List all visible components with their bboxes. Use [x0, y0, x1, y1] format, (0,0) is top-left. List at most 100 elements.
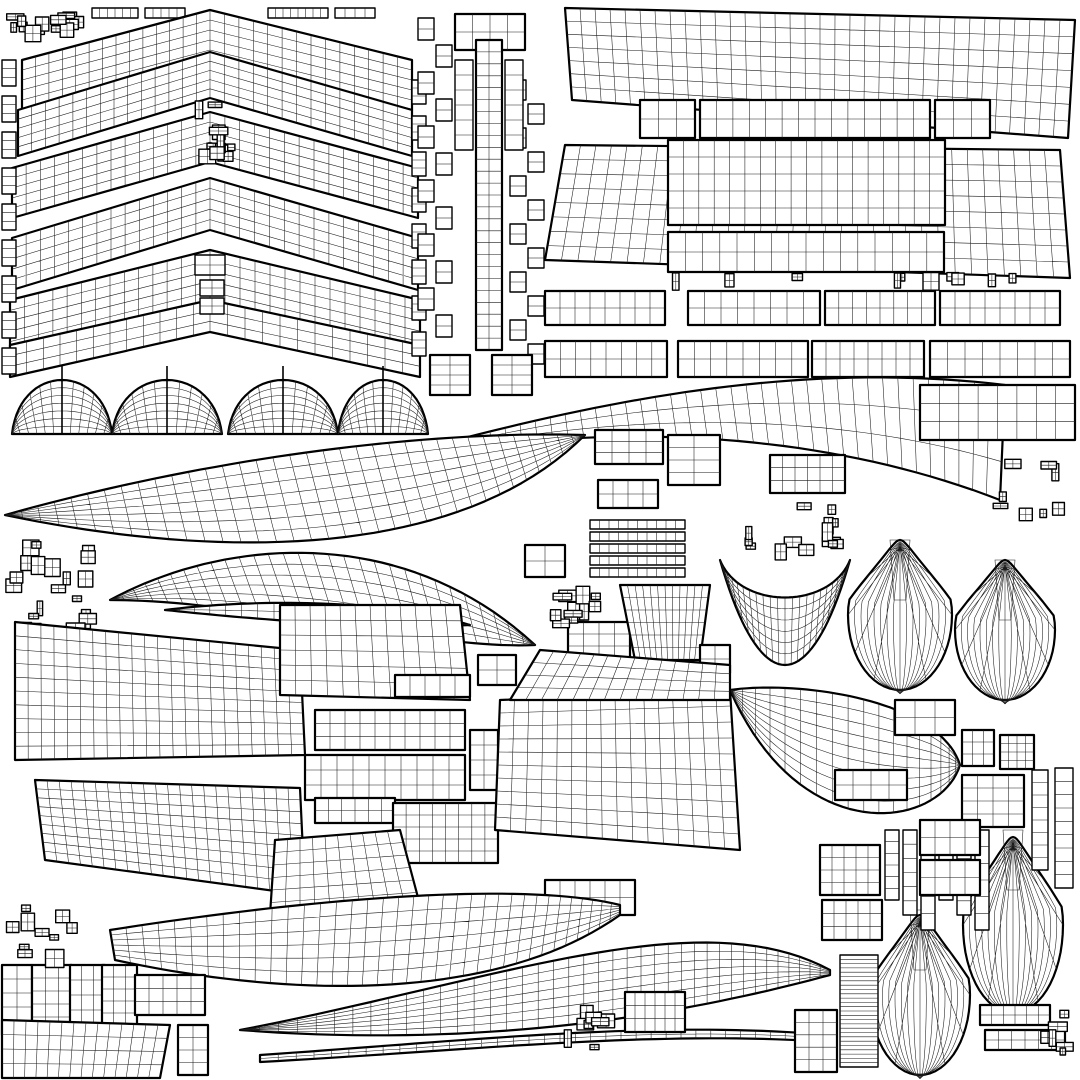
wing-center-parts-8	[216, 133, 225, 149]
lower-center-parts-1	[563, 1029, 572, 1048]
cockpit-left-parts-5	[590, 592, 601, 601]
main-fuselage-upper	[508, 648, 732, 702]
lower-left-parts-8	[20, 912, 36, 932]
wing-edge-strip-right-7	[411, 331, 427, 357]
exhaust-panel-b	[793, 1008, 839, 1074]
spine-side-right-3	[527, 151, 545, 173]
exhaust-panel-a	[623, 990, 687, 1034]
fuselage-side-left	[3, 433, 587, 544]
wing-edge-strip-1	[1, 95, 17, 123]
left-edge-parts-1	[77, 570, 94, 588]
small-part-cluster-13	[16, 15, 27, 27]
nose-gear-box	[998, 733, 1036, 771]
intake-elbow-right	[490, 353, 534, 397]
cockpit-mixed-parts-8	[827, 539, 839, 548]
leading-edge-parts-3	[1051, 501, 1066, 516]
wing-center-parts-11	[209, 146, 225, 161]
exhaust-cylinder	[839, 954, 879, 1068]
wing-center-parts-10	[194, 100, 204, 120]
left-edge-parts-13	[28, 612, 40, 620]
fuselage-tiny-parts-0	[987, 273, 997, 288]
lower-center-parts-7	[590, 1017, 610, 1027]
fuselage-tiny-parts-9	[671, 272, 680, 291]
small-part-strip-top-3	[267, 7, 329, 19]
spine-column	[474, 38, 504, 352]
leading-edge-parts-6	[998, 491, 1007, 503]
fuselage-detail-c	[313, 796, 397, 825]
spine-side-left-3	[435, 98, 453, 122]
left-edge-parts-15	[50, 584, 67, 594]
wing-edge-strip-right-2	[411, 151, 427, 177]
fuselage-detail-a	[313, 708, 467, 752]
canopy-dome-right-a	[226, 366, 340, 436]
wing-edge-strip-2	[1, 131, 17, 159]
wing-edge-strip-7	[1, 311, 17, 339]
cockpit-panel-right-2	[768, 453, 847, 495]
lower-left-parts-1	[49, 934, 60, 941]
wing-center-parts-9	[208, 126, 229, 136]
small-part-strip-top-2	[144, 7, 186, 19]
lower-left-parts-6	[44, 948, 65, 969]
left-edge-parts-14	[31, 541, 42, 549]
lower-right-parts-3	[1059, 1009, 1070, 1019]
bay-panel-bottom-0	[543, 339, 669, 379]
small-part-strip-top-4	[334, 7, 376, 19]
fuselage-tiny-parts-7	[893, 272, 902, 289]
lower-right-parts-2	[1047, 1021, 1068, 1033]
canopy-dome-left-a	[10, 366, 114, 436]
fuselage-detail-d	[391, 801, 500, 865]
cockpit-mixed-parts-12	[774, 543, 787, 561]
left-edge-parts-19	[30, 555, 46, 576]
left-edge-parts-4	[62, 571, 71, 586]
wing-edge-strip-8	[1, 347, 17, 375]
cockpit-mixed-parts-5	[831, 518, 839, 528]
lower-right-parts-5	[1059, 1047, 1067, 1056]
cockpit-left-parts-10	[549, 609, 562, 622]
fuselage-panel-left-upper	[13, 620, 307, 762]
fuselage-detail-b	[303, 753, 467, 802]
nose-cone-panel	[960, 773, 1026, 829]
wing-edge-strip-3	[1, 167, 17, 195]
left-edge-parts-18	[80, 550, 96, 565]
spine-side-right-9	[527, 295, 545, 317]
cockpit-mixed-parts-10	[745, 525, 753, 541]
bay-panel-top-1	[686, 289, 822, 327]
cockpit-mixed-parts-4	[827, 504, 837, 515]
leading-edge-block-right	[918, 383, 1077, 442]
spine-side-right-8	[509, 271, 527, 293]
flap-piece-2	[199, 279, 225, 297]
spine-block-right	[504, 59, 524, 151]
wing-tip-small	[893, 698, 957, 737]
fuselage-tiny-parts-8	[951, 272, 965, 286]
engine-nacelle-bottom-left	[868, 909, 972, 1080]
bay-panel-top-3	[938, 289, 1062, 327]
left-edge-parts-9	[78, 612, 98, 625]
lower-left-parts-9	[66, 922, 78, 934]
left-edge-parts-5	[36, 600, 44, 617]
lower-wing-strip-left	[108, 892, 622, 987]
spine-side-left-10	[417, 287, 435, 311]
canopy-dome-left-b	[110, 366, 224, 436]
fuselage-belly-lower	[666, 230, 946, 274]
spine-side-left-0	[417, 17, 435, 41]
lower-right-parts-4	[1048, 1029, 1057, 1047]
lower-center-parts-5	[589, 1043, 600, 1051]
flap-piece-1	[194, 254, 226, 276]
leading-edge-parts-4	[1040, 460, 1058, 470]
nose-panel-small-b	[820, 898, 884, 942]
fuselage-panel-left-lower	[33, 778, 307, 897]
canopy-dome-right-b	[336, 366, 430, 436]
engine-nacelle-top-left	[846, 538, 954, 695]
vertical-strip-0	[884, 829, 900, 901]
spine-side-left-9	[435, 260, 453, 284]
cockpit-mixed-parts-13	[796, 502, 812, 511]
small-part-cluster-5	[10, 22, 18, 33]
small-part-cluster-0	[50, 25, 62, 33]
fuselage-tiny-parts-5	[922, 271, 940, 291]
fuselage-tiny-parts-2	[1008, 272, 1017, 284]
cockpit-mixed-parts-11	[798, 543, 815, 557]
wing-edge-strip-0	[1, 59, 17, 87]
fuselage-detail-g	[468, 728, 500, 792]
main-fuselage-panel	[493, 688, 742, 852]
spine-side-right-4	[509, 175, 527, 197]
